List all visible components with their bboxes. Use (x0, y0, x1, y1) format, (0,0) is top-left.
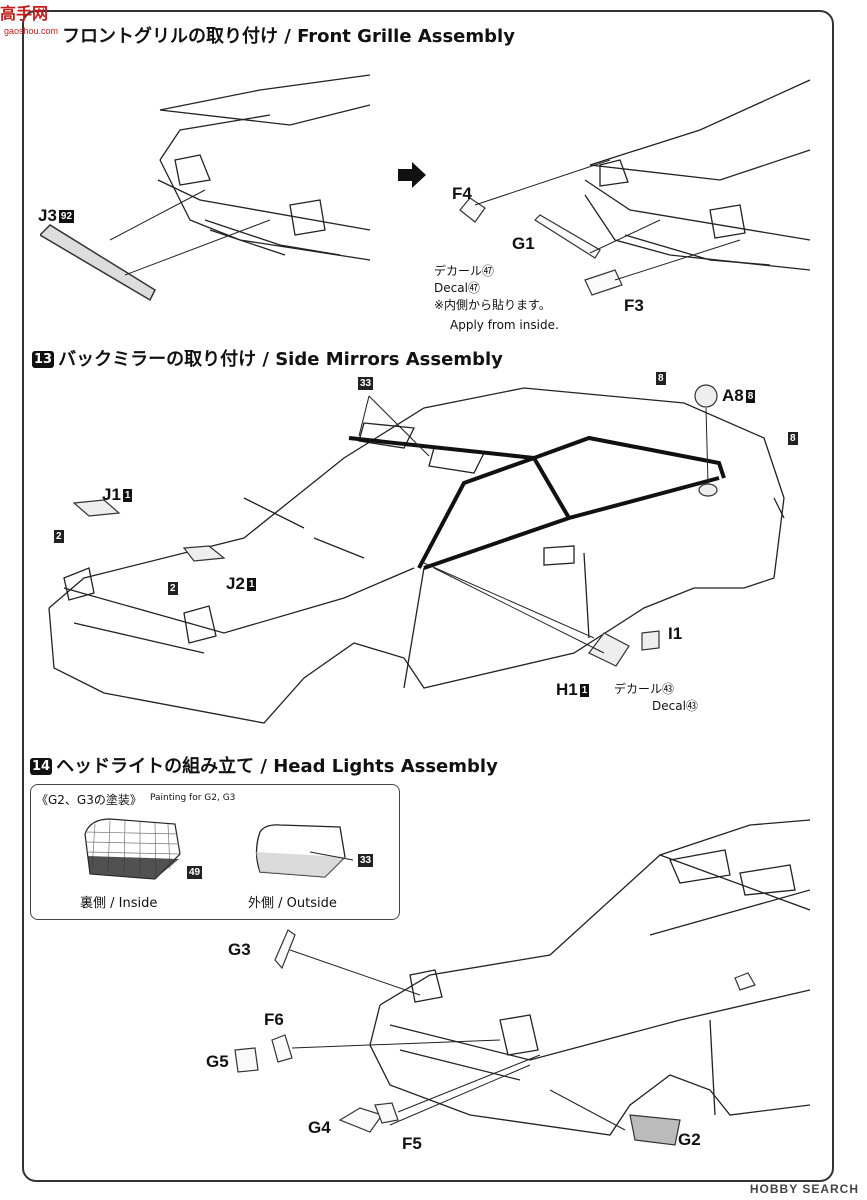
step13-title-text: バックミラーの取り付け / Side Mirrors Assembly (58, 349, 503, 370)
part-h1-label: H1 (556, 680, 578, 699)
color-2-right: 2 (168, 582, 178, 595)
part-g4: G4 (308, 1118, 331, 1137)
color-2-left: 2 (54, 530, 64, 543)
part-f3: F3 (624, 296, 644, 315)
part-f5: F5 (402, 1134, 422, 1153)
part-f4: F4 (452, 184, 472, 203)
part-g3: G3 (228, 940, 251, 959)
part-f6: F6 (264, 1010, 284, 1029)
watermark-logo: 高手网 (0, 6, 49, 23)
painting-guide-box (30, 784, 400, 920)
step12-title: フロントグリルの取り付け / Front Grille Assembly (62, 26, 515, 47)
step12-left-car-illustration (40, 74, 371, 302)
step13-number: 13 (32, 351, 55, 368)
step-arrow-icon (398, 162, 426, 188)
color-49-inside: 49 (187, 866, 203, 879)
part-j2-code: 1 (246, 578, 257, 591)
color-33-outside: 33 (358, 854, 374, 867)
part-a8-code: 8 (745, 390, 756, 403)
instruction-frame (22, 10, 834, 1182)
part-i1: I1 (668, 624, 683, 643)
color-8-roof: 8 (656, 372, 666, 385)
part-g2: G2 (678, 1130, 701, 1149)
part-j1-label: J1 (102, 485, 121, 504)
decal47-jp: デカール㊼ (434, 264, 495, 278)
hobby-search-logo: HOBBY SEARCH (749, 1182, 859, 1196)
part-g1: G1 (512, 234, 535, 253)
step14-car-illustration (369, 819, 810, 1146)
painting-header-en: Painting for G2, G3 (150, 793, 236, 803)
step14-number: 14 (30, 758, 53, 775)
step14-parts-lines (234, 929, 626, 1133)
apply-inside-jp: ※内側から貼ります。 (434, 298, 551, 312)
part-a8-label: A8 (722, 386, 744, 405)
part-j2-label: J2 (226, 574, 245, 593)
decal43-jp: デカール㊸ (614, 682, 675, 696)
lens-inside-illustration (84, 818, 181, 880)
inside-label: 裏側 / Inside (80, 896, 158, 911)
decal43-en: Decal㊸ (652, 699, 698, 713)
watermark-url: gaoshou.com (4, 26, 59, 36)
step13-car-illustration (48, 384, 785, 724)
outside-label: 外側 / Outside (248, 896, 337, 911)
lens-outside-illustration (255, 824, 354, 878)
color-8-spoiler: 8 (788, 432, 798, 445)
apply-inside-en: Apply from inside. (450, 318, 559, 332)
painting-header-jp: 《G2、G3の塗装》 (36, 793, 142, 807)
step12-right-car-illustration (459, 79, 811, 296)
part-j3-code: 92 (58, 210, 75, 223)
step14-title-text: ヘッドライトの組み立て / Head Lights Assembly (56, 756, 498, 777)
part-g5: G5 (206, 1052, 229, 1071)
part-j1-code: 1 (122, 489, 133, 502)
part-j3-label: J3 (38, 206, 57, 225)
decal47-en: Decal㊼ (434, 281, 480, 295)
part-h1-code: 1 (579, 684, 590, 697)
color-33-step13: 33 (358, 377, 374, 390)
